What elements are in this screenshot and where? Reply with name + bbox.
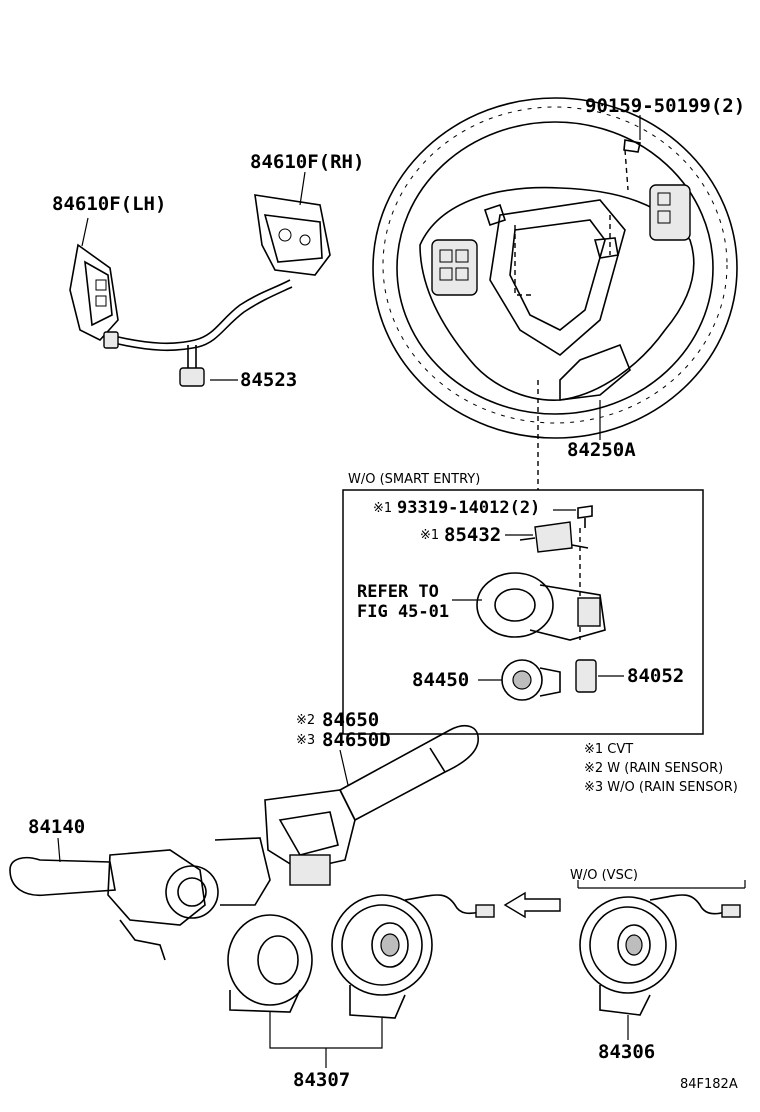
label-cylinder-mark: ※1 <box>420 528 440 543</box>
label-turn-switch: 84140 <box>28 816 86 838</box>
steering-wheel-drawing <box>372 97 738 490</box>
label-spiral-vsc: 84306 <box>598 1041 656 1063</box>
wire-harness-drawing <box>103 279 293 387</box>
ignition-parts-drawing <box>452 505 624 701</box>
label-cylinder: 85432 <box>444 524 502 546</box>
label-wire-84523: 84523 <box>240 369 298 391</box>
wiper-switch-drawing <box>264 725 479 886</box>
label-wiper-a: 84650 <box>322 709 380 731</box>
direction-arrow <box>503 891 561 919</box>
label-screw-mark: ※1 <box>373 501 393 516</box>
switch-rh-drawing <box>254 171 331 276</box>
switch-lh-drawing <box>69 217 119 341</box>
label-wiper-b: 84650D <box>322 729 391 751</box>
smart-entry-box <box>342 489 704 735</box>
label-spiral-main: 84307 <box>293 1069 351 1091</box>
note-3: ※3 W/O (RAIN SENSOR) <box>584 780 738 795</box>
label-ring: 84450 <box>412 669 470 691</box>
label-screw: 93319-14012(2) <box>397 498 541 518</box>
note-1: ※1 CVT <box>584 742 634 757</box>
label-steering-wheel: 84250A <box>567 439 636 461</box>
label-key-switch: 84052 <box>627 665 685 687</box>
spiral-cable-vsc-drawing <box>577 880 746 1040</box>
vsc-group-title: W/O (VSC) <box>570 868 638 883</box>
label-wiper-a-mark: ※2 <box>296 713 316 728</box>
label-switch-rh: 84610F(RH) <box>250 151 365 173</box>
smart-entry-box-title: W/O (SMART ENTRY) <box>348 472 481 487</box>
drawing-number: 84F182A <box>680 1077 738 1092</box>
label-switch-lh: 84610F(LH) <box>52 193 167 215</box>
note-2: ※2 W (RAIN SENSOR) <box>584 761 724 776</box>
label-wiper-b-mark: ※3 <box>296 733 316 748</box>
label-bolt-top: 90159-50199(2) <box>585 95 746 117</box>
label-refer-line1: REFER TO <box>357 582 439 602</box>
label-refer-line2: FIG 45-01 <box>357 602 450 622</box>
spiral-cable-main-drawing <box>227 894 495 1068</box>
turn-signal-switch-drawing <box>9 837 271 961</box>
